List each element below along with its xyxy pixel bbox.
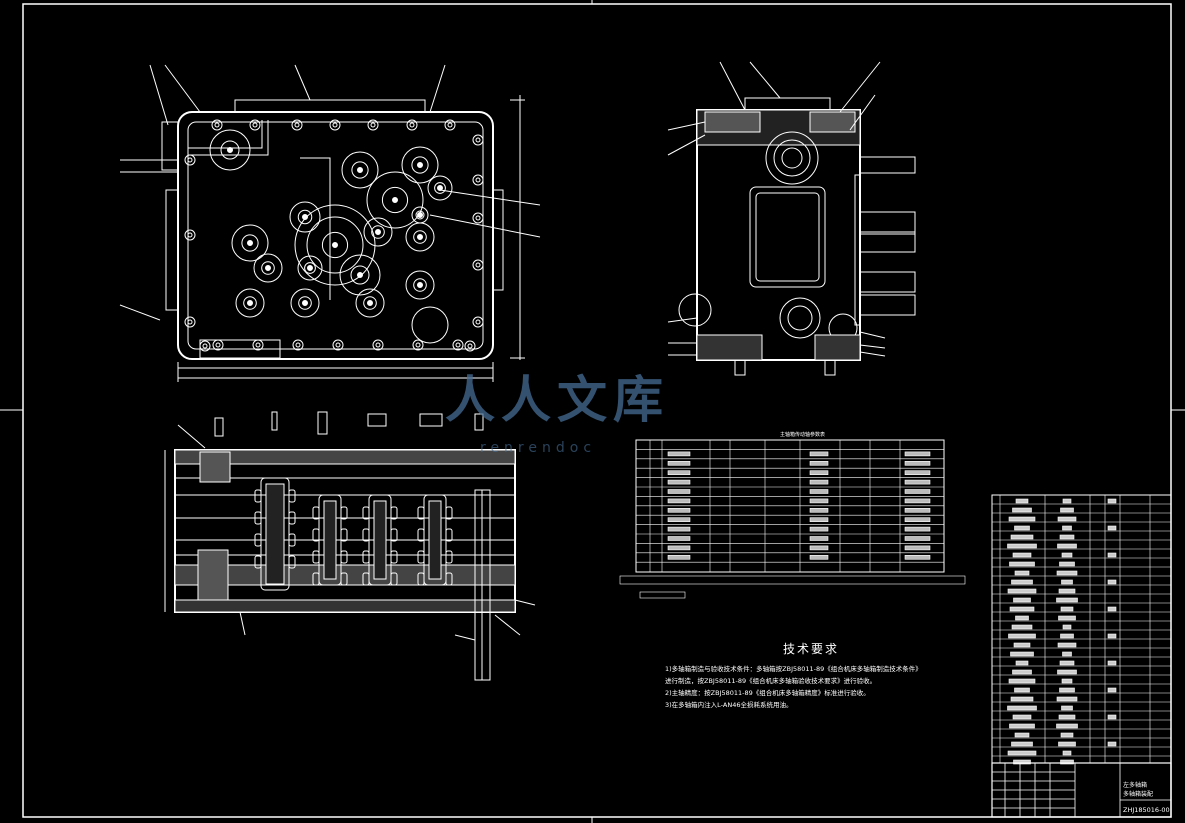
requirement-line: 3)在多轴箱内注入L-AN46全损耗系统用油。 [665,701,793,709]
technical-requirements-title: 技术要求 [783,642,840,656]
title-block-name-2: 多轴箱装配 [1123,791,1154,798]
requirement-line: 1)多轴箱制造与验收技术条件：多轴箱按ZBJ58011-89《组合机床多轴箱制造… [665,665,922,673]
title-block [991,762,1172,818]
parameter-table [619,439,966,599]
table-title: 主轴箱传动轴参数表 [780,431,825,438]
technical-requirements: 技术要求 1)多轴箱制造与验收技术条件：多轴箱按ZBJ58011-89《组合机床… [665,640,985,713]
side-view [667,61,916,376]
title-block-name-1: 左多轴箱 [1123,782,1148,789]
front-view [119,64,541,382]
requirement-line: 2)主轴精度：按ZBJ58011-89《组合机床多轴箱精度》标准进行验收。 [665,689,870,697]
watermark-text: 人人文库 [445,370,669,429]
requirement-line: 进行制造，按ZBJ58011-89《组合机床多轴箱验收技术要求》进行验收。 [665,677,877,685]
parts-list [991,494,1172,765]
watermark-url: renrendoc [480,440,597,456]
section-view [164,411,536,681]
title-block-drawing-number: ZHJ185016-00 [1123,806,1170,814]
